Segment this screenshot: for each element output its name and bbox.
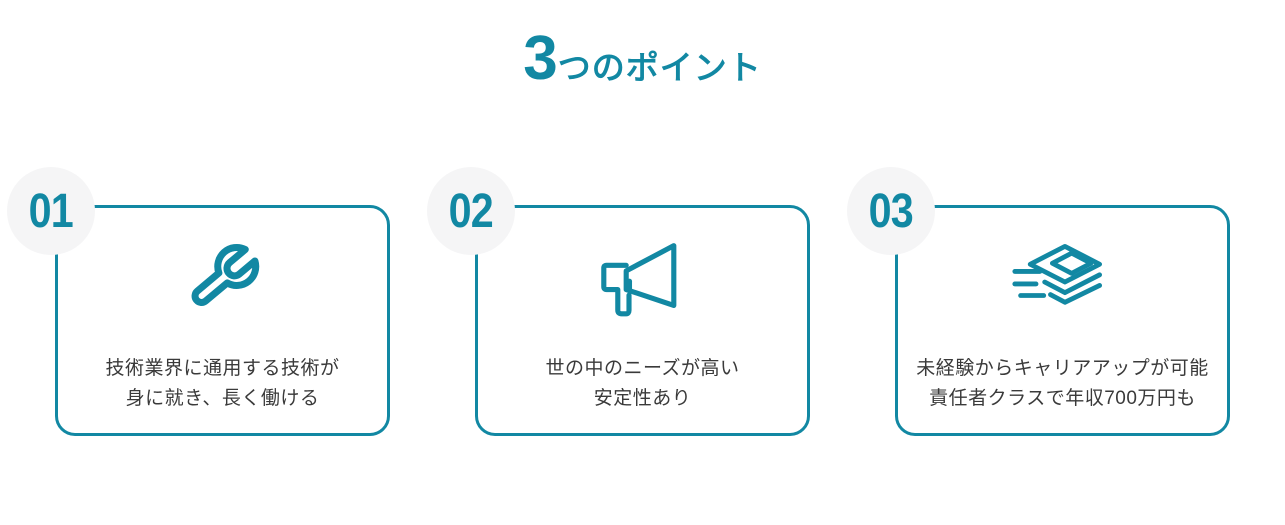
page-title: 3つのポイント	[0, 26, 1285, 92]
point-number-badge: 02	[427, 167, 515, 255]
point-card-box: 世の中のニーズが高い安定性あり	[475, 205, 810, 436]
megaphone-icon	[587, 232, 699, 334]
point-number: 01	[28, 184, 74, 238]
points-row: 01 技術業界に通用する技術が身に就き、長く働ける 02 世の中のニ	[0, 167, 1285, 436]
point-description: 世の中のニーズが高い安定性あり	[545, 357, 740, 409]
point-card-1: 01 技術業界に通用する技術が身に就き、長く働ける	[7, 167, 390, 436]
point-description: 技術業界に通用する技術が身に就き、長く働ける	[105, 357, 340, 409]
point-card-2: 02 世の中のニーズが高い安定性あり	[427, 167, 810, 436]
point-number: 02	[448, 184, 494, 238]
point-number-badge: 01	[7, 167, 95, 255]
money-stack-icon	[1010, 232, 1116, 334]
point-card-box: 未経験からキャリアアップが可能責任者クラスで年収700万円も	[895, 205, 1230, 436]
title-text: つのポイント	[557, 49, 762, 86]
point-number: 03	[868, 184, 914, 238]
point-description: 未経験からキャリアアップが可能責任者クラスで年収700万円も	[916, 357, 1209, 409]
point-number-badge: 03	[847, 167, 935, 255]
wrench-icon	[173, 232, 273, 334]
point-card-box: 技術業界に通用する技術が身に就き、長く働ける	[55, 205, 390, 436]
title-number: 3	[523, 24, 558, 93]
point-card-3: 03 未経験からキャリアアップが可能責任者クラスで年収700万円も	[847, 167, 1230, 436]
